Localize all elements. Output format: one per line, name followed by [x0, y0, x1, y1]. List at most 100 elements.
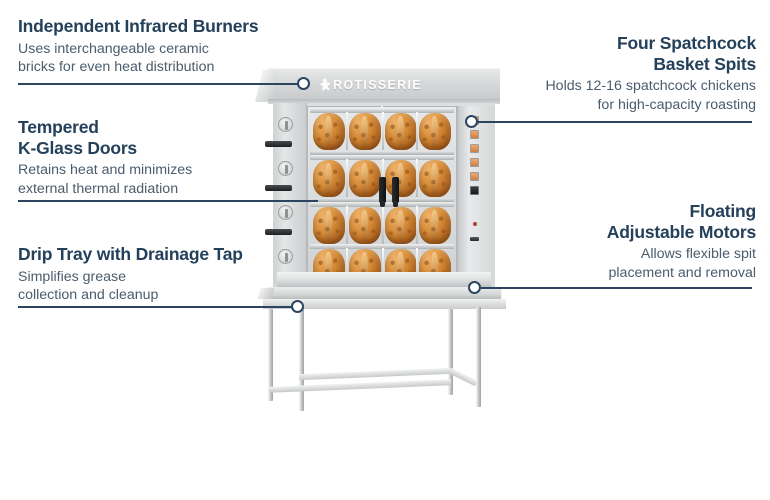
control-panel[interactable] [457, 106, 495, 296]
oven-hood-underside [268, 99, 500, 104]
stand-lower-rail [298, 367, 452, 381]
callout-title-line-1: Four Spatchcock [617, 33, 756, 53]
drip-tray-front-lip [267, 287, 501, 300]
callout-leader-line [18, 306, 300, 308]
spatchcock-chicken [419, 113, 451, 150]
spatchcock-chicken [349, 113, 381, 150]
spatchcock-chicken [385, 113, 417, 150]
caster-wheel [441, 390, 458, 412]
spatchcock-chicken [419, 207, 451, 244]
power-indicator-led [472, 222, 477, 226]
product-illustration: ROTISSERIE [255, 58, 515, 428]
basket-spit-row [310, 108, 454, 155]
basket-spit-row [310, 202, 454, 249]
callout-description-line-1: Allows flexible spit [640, 246, 756, 263]
spatchcock-chicken [349, 160, 381, 197]
callout-tempered-k-glass-doors: Tempered K-Glass Doors Retains heat and … [18, 117, 298, 199]
basket-divider [346, 159, 348, 197]
brand-logo-text: ROTISSERIE [333, 78, 422, 92]
basket-divider [382, 112, 384, 150]
control-button[interactable] [470, 158, 479, 167]
brand-logo: ROTISSERIE [255, 78, 487, 92]
callout-four-spatchcock-basket-spits: Four Spatchcock Basket Spits Holds 12-16… [466, 33, 756, 115]
basket-divider [346, 248, 348, 286]
callout-title-line-1: Floating [689, 201, 757, 221]
caster-wheel [292, 408, 309, 430]
callout-description: Retains heat and minimizes external ther… [18, 161, 298, 198]
callout-description-line-2: for high-capacity roasting [597, 97, 756, 114]
basket-divider [416, 112, 418, 150]
callout-leader-line [18, 83, 304, 85]
basket-spit-row [310, 155, 454, 202]
caster-wheel [469, 404, 486, 426]
callout-description-line-1: Retains heat and minimizes [18, 162, 193, 179]
callout-title-line-2: K-Glass Doors [18, 137, 137, 158]
callout-anchor-dot [465, 115, 478, 128]
spit-rack-bar-lower [310, 151, 454, 155]
spatchcock-chicken [385, 207, 417, 244]
callout-title-line-1: Tempered [18, 117, 99, 137]
spatchcock-chicken [313, 113, 345, 150]
basket-divider [346, 206, 348, 244]
callout-anchor-dot [468, 281, 481, 294]
callout-leader-line [481, 287, 752, 289]
stand-leg [299, 307, 304, 411]
spatchcock-chicken [349, 207, 381, 244]
spatchcock-chicken [385, 160, 417, 197]
door-handle[interactable] [265, 185, 292, 191]
basket-divider [416, 159, 418, 197]
control-button[interactable] [470, 186, 479, 195]
door-hinge [278, 249, 293, 264]
spatchcock-chicken [313, 207, 345, 244]
spit-rack-bar [310, 108, 454, 113]
spit-rack-bar [310, 155, 454, 160]
spit-handle[interactable] [379, 177, 386, 207]
door-hinge [278, 161, 293, 176]
callout-leader-line [18, 200, 318, 202]
stand-leg [268, 309, 273, 401]
control-knob[interactable] [470, 237, 479, 241]
callout-description-line-1: Uses interchangeable ceramic [18, 40, 209, 57]
spit-rack-bar [310, 244, 454, 249]
callout-title-line-2: Adjustable Motors [606, 221, 756, 242]
basket-divider [346, 112, 348, 150]
callout-description: Allows flexible spit placement and remov… [466, 245, 756, 282]
callout-anchor-dot [291, 300, 304, 313]
stand-leg [448, 309, 453, 395]
stand-top-frame [263, 299, 506, 309]
callout-description-line-2: collection and cleanup [18, 287, 159, 304]
callout-description-line-2: placement and removal [608, 265, 756, 282]
spatchcock-chicken [419, 160, 451, 197]
spatchcock-chicken [313, 160, 345, 197]
callout-description-line-1: Simplifies grease [18, 268, 127, 285]
callout-description-line-2: external thermal radiation [18, 181, 179, 198]
control-button[interactable] [470, 144, 479, 153]
basket-divider [416, 248, 418, 286]
callout-description: Simplifies grease collection and cleanup [18, 268, 298, 305]
basket-divider [382, 206, 384, 244]
callout-floating-adjustable-motors: Floating Adjustable Motors Allows flexib… [466, 201, 756, 283]
stand-leg [476, 307, 481, 407]
door-hinge [278, 205, 293, 220]
control-button[interactable] [470, 130, 479, 139]
oven-left-hinge-column [273, 103, 307, 296]
callout-description: Holds 12-16 spatchcock chickens for high… [466, 77, 756, 114]
drip-tray [277, 272, 491, 287]
control-button[interactable] [470, 172, 479, 181]
callout-title: Drip Tray with Drainage Tap [18, 244, 243, 264]
spit-handle[interactable] [392, 177, 399, 207]
rotisserie-chicken-mark-icon [320, 78, 332, 91]
callout-description-line-2: bricks for even heat distribution [18, 59, 215, 76]
callout-anchor-dot [297, 77, 310, 90]
callout-title: Independent Infrared Burners [18, 16, 259, 36]
door-handle[interactable] [265, 141, 292, 147]
door-handle[interactable] [265, 229, 292, 235]
callout-drip-tray-with-drainage-tap: Drip Tray with Drainage Tap Simplifies g… [18, 244, 298, 305]
callout-title-line-2: Basket Spits [653, 53, 756, 74]
callout-independent-infrared-burners: Independent Infrared Burners Uses interc… [18, 16, 298, 77]
door-hinge [278, 117, 293, 132]
stand-lower-rail [268, 379, 452, 393]
callout-leader-line [478, 121, 752, 123]
callout-description-line-1: Holds 12-16 spatchcock chickens [545, 78, 756, 95]
